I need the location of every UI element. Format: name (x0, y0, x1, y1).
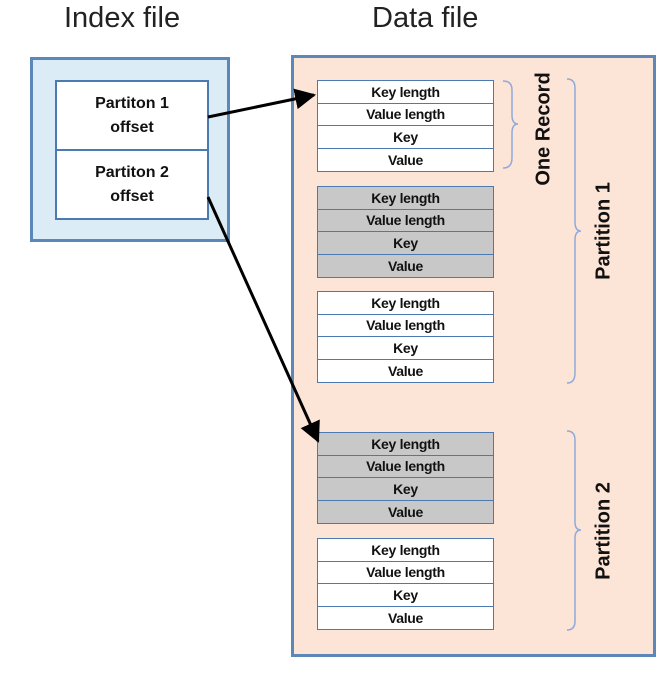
value-length-field: Value length (318, 209, 493, 232)
value-field: Value (318, 254, 493, 277)
record-4: Key length Value length Key Value (317, 432, 494, 524)
key-length-field: Key length (318, 81, 493, 104)
value-length-field: Value length (318, 561, 493, 584)
value-length-field: Value length (318, 314, 493, 337)
partition-1-offset-label: offset (110, 118, 154, 136)
partition-2-label: Partition 2 (592, 482, 615, 580)
index-file-heading: Index file (64, 2, 181, 34)
key-field: Key (318, 126, 493, 149)
partition-2-offset-cell: Partiton 2 offset (55, 149, 209, 220)
partition-2-offset-title: Partiton 2 (95, 163, 169, 181)
partition-2-offset-label: offset (110, 187, 154, 205)
data-file-heading: Data file (372, 2, 479, 34)
key-length-field: Key length (318, 433, 493, 456)
value-field: Value (318, 359, 493, 382)
key-field: Key (318, 337, 493, 360)
key-field: Key (318, 232, 493, 255)
key-field: Key (318, 584, 493, 607)
key-length-field: Key length (318, 187, 493, 210)
one-record-brace (502, 80, 519, 169)
value-field: Value (318, 606, 493, 629)
record-5: Key length Value length Key Value (317, 538, 494, 630)
key-field: Key (318, 478, 493, 501)
partition-2-offset-arrow (206, 196, 320, 443)
value-field: Value (318, 500, 493, 523)
record-3: Key length Value length Key Value (317, 291, 494, 383)
key-length-field: Key length (318, 539, 493, 562)
value-length-field: Value length (318, 455, 493, 478)
one-record-label: One Record (532, 72, 555, 186)
partition-1-offset-arrow (207, 88, 317, 119)
value-field: Value (318, 148, 493, 171)
record-1: Key length Value length Key Value (317, 80, 494, 172)
partition-2-brace (566, 430, 582, 631)
partition-1-label: Partition 1 (592, 182, 615, 280)
partition-1-offset-title: Partiton 1 (95, 94, 169, 112)
index-file-box: Partiton 1 offset Partiton 2 offset (30, 57, 230, 242)
key-length-field: Key length (318, 292, 493, 315)
partition-1-brace (566, 78, 582, 384)
value-length-field: Value length (318, 103, 493, 126)
record-2: Key length Value length Key Value (317, 186, 494, 278)
